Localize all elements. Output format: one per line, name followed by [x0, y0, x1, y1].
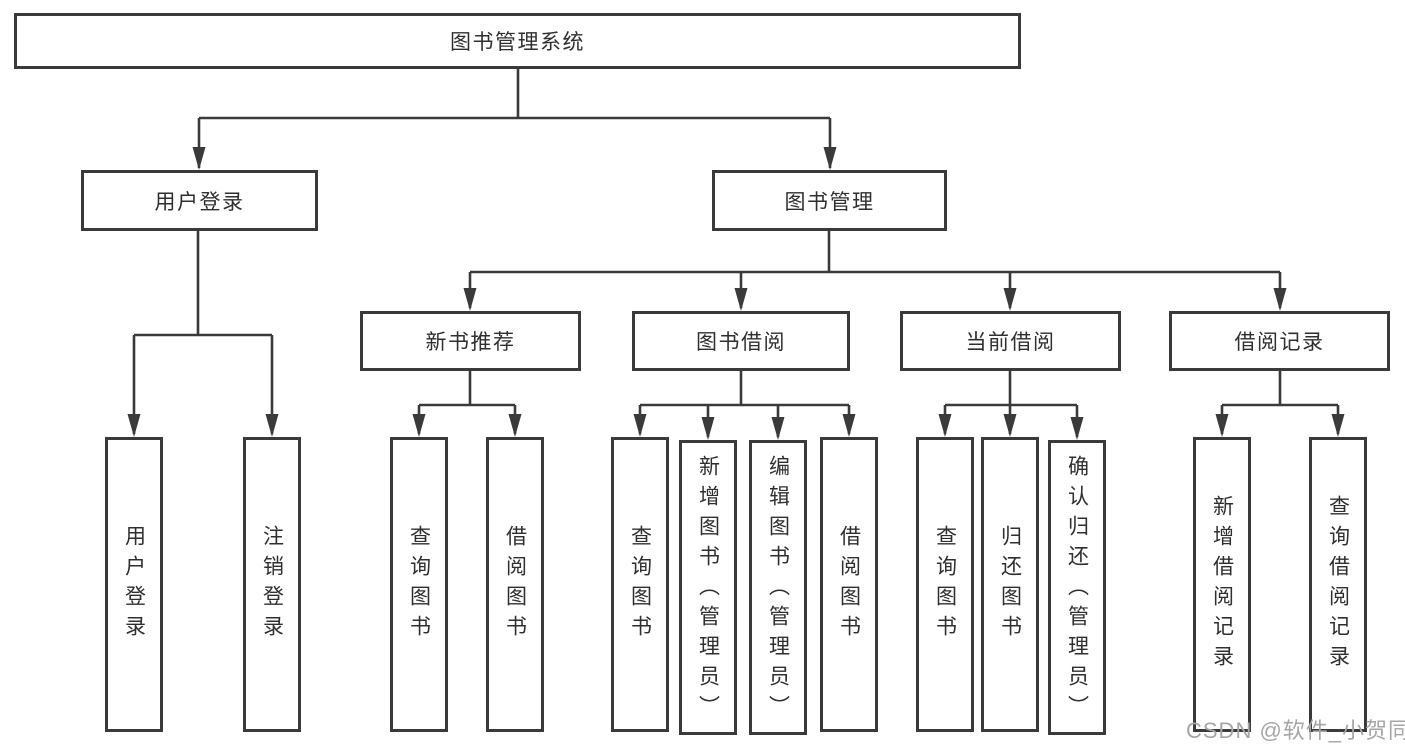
node-label: 编辑图书（管理员）: [766, 455, 790, 725]
leaf-user-login: 用户登录: [105, 437, 163, 732]
leaf-add-borrow-record: 新增借阅记录: [1193, 437, 1251, 732]
node-label: 图书借阅: [696, 331, 786, 354]
leaf-add-book-admin: 新增图书（管理员）: [679, 440, 737, 735]
node-label: 用户登录: [122, 524, 146, 645]
arrowhead-icons: [127, 147, 1345, 440]
node-label: 查询图书: [933, 524, 957, 645]
node-label: 新书推荐: [425, 331, 516, 354]
node-label: 借阅记录: [1234, 331, 1325, 354]
node-label: 注销登录: [260, 524, 284, 645]
leaf-query-book-borrowing: 查询图书: [611, 437, 669, 732]
leaf-query-borrow-record: 查询借阅记录: [1309, 437, 1367, 732]
node-book-management: 图书管理: [712, 170, 947, 231]
node-borrowing-records: 借阅记录: [1169, 311, 1390, 371]
leaf-confirm-return-admin: 确认归还（管理员）: [1048, 440, 1106, 735]
node-label: 用户登录: [154, 190, 245, 214]
leaf-logout-login: 注销登录: [243, 437, 301, 732]
node-label: 当前借阅: [965, 331, 1056, 354]
leaf-borrow-book-recommend: 借阅图书: [486, 437, 544, 732]
node-label: 查询借阅记录: [1326, 494, 1350, 675]
node-label: 查询图书: [407, 524, 431, 645]
node-user-login: 用户登录: [81, 170, 318, 231]
node-book-borrowing: 图书借阅: [632, 311, 850, 371]
node-current-borrowing: 当前借阅: [900, 311, 1121, 371]
node-label: 确认归还（管理员）: [1065, 455, 1089, 725]
node-label: 图书管理: [784, 190, 875, 214]
leaf-query-book-current: 查询图书: [916, 437, 974, 732]
node-new-book-recommendation: 新书推荐: [360, 311, 581, 371]
node-label: 查询图书: [628, 524, 652, 645]
node-label: 归还图书: [998, 524, 1022, 645]
node-label: 图书管理系统: [450, 31, 585, 54]
node-label: 借阅图书: [503, 524, 527, 645]
leaf-edit-book-admin: 编辑图书（管理员）: [749, 440, 807, 735]
leaf-borrow-book: 借阅图书: [820, 437, 878, 732]
node-label: 借阅图书: [837, 524, 861, 645]
node-library-management-system: 图书管理系统: [14, 13, 1021, 69]
node-label: 新增图书（管理员）: [696, 455, 720, 725]
leaf-return-book: 归还图书: [981, 437, 1039, 732]
node-label: 新增借阅记录: [1210, 494, 1234, 675]
csdn-watermark: CSDN @软件_小贺同学: [1186, 718, 1405, 743]
leaf-query-book-recommend: 查询图书: [390, 437, 448, 732]
